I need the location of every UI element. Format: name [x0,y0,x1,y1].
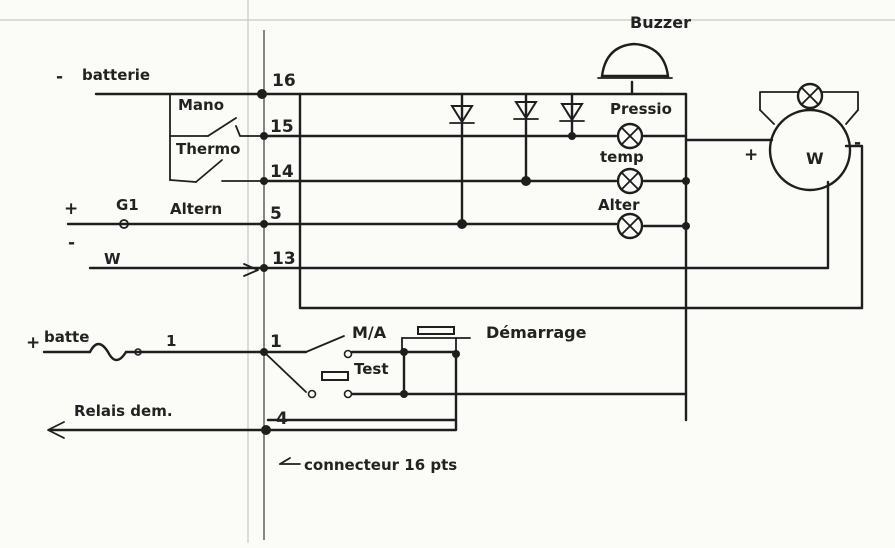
switch-ma-contact [343,349,353,359]
label-minus-battery: - [56,67,63,87]
wire-lamp-common [660,92,688,422]
pin-15: 15 [270,117,294,137]
label-temp: temp [600,148,644,166]
switch-test-contact1 [307,389,317,399]
label-plus-left: + [64,199,78,219]
label-batte: batte [44,328,89,346]
label-minus-left: - [68,233,75,253]
label-relais-dem: Relais dem. [74,402,173,420]
label-connecteur: connecteur 16 pts [304,456,457,474]
label-tacho-plus: + [744,145,758,165]
label-pression: Pressio [610,100,672,118]
wire-1-test [263,351,307,393]
label-test: Test [354,360,389,378]
label-tacho-w: W [806,149,824,168]
pin-4: 4 [276,409,288,429]
buzzer-symbol [597,42,673,79]
label-one-small: 1 [166,332,176,350]
diode-3 [559,103,585,122]
label-batterie: batterie [82,66,150,84]
demarrage-pushbutton [401,326,471,353]
label-alter-lamp: Alter [598,196,640,214]
arrow-relais [47,421,65,439]
switch-mano-blade [207,117,237,137]
wire-13-w [88,180,830,270]
junction-pin1 [260,348,268,356]
junction-dots-top [119,89,690,272]
label-mano: Mano [178,96,224,114]
label-buzzer: Buzzer [630,13,691,32]
lamp-temp [616,167,644,195]
junction-pin4 [261,425,271,435]
label-thermo: Thermo [176,140,240,158]
label-plus-battery: + [26,333,40,353]
label-demarrage: Démarrage [486,323,587,342]
fuse-symbol [88,342,128,362]
pin-13: 13 [272,249,296,269]
lamp-pression [616,122,644,150]
lamp-alter [616,212,644,240]
label-tacho-minus: - [854,133,861,153]
junction-demarrage-right [452,350,460,358]
wire-thermo-left [169,179,197,183]
pin-5: 5 [270,204,282,224]
switch-thermo-blade [195,159,223,183]
wire-16-return [262,92,864,310]
tachometer-symbol [759,82,859,192]
pin-14: 14 [270,162,294,182]
wire-mano-right [235,125,263,137]
label-w-wire: W [104,250,121,268]
fuse-terminal [134,348,142,356]
label-alternateur: Altern [170,200,222,218]
diode-2 [513,101,539,120]
arrow-13 [243,263,259,277]
arrow-connecteur-head [279,457,291,465]
pin-1: 1 [270,332,282,352]
label-ma: M/A [352,323,387,342]
diode-1 [449,105,475,124]
switch-test-button [321,371,349,381]
label-g1: G1 [116,196,139,214]
pin-16: 16 [272,71,296,91]
switch-ma-blade [305,335,345,353]
wire-4-join [262,418,458,432]
junction-test [400,390,408,398]
